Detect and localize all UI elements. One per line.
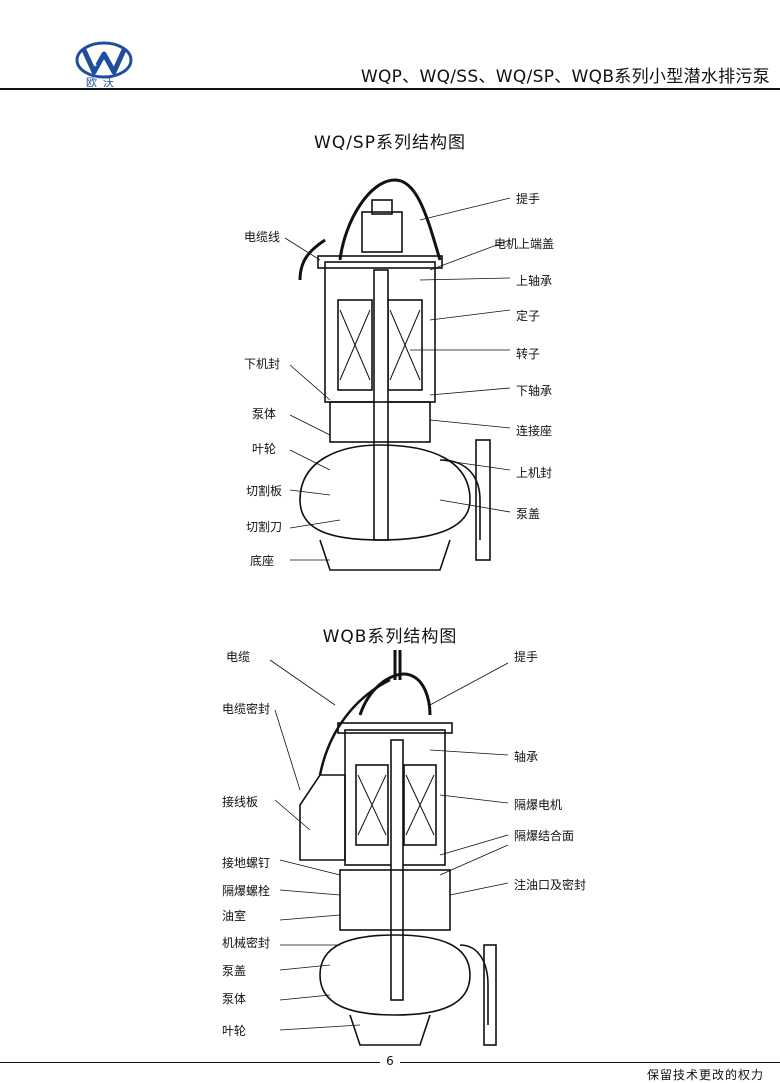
d2-label-pump-cover: 泵盖 (222, 964, 247, 978)
brand-logo (75, 41, 133, 79)
wqb-structure-diagram (269, 650, 509, 1046)
d2-label-handle: 提手 (514, 650, 539, 664)
wq-sp-structure-diagram (284, 178, 511, 571)
d2-label-terminal-board: 接线板 (222, 795, 259, 809)
d2-label-explosion-proof-joint: 隔爆结合面 (514, 829, 575, 843)
d2-label-impeller: 叶轮 (222, 1024, 247, 1038)
footer-note: 保留技术更改的权力 (646, 1068, 764, 1082)
d2-label-explosion-proof-motor: 隔爆电机 (514, 798, 563, 812)
d1-label-pump-cover: 泵盖 (516, 507, 541, 521)
d1-label-pump-body: 泵体 (252, 407, 277, 421)
d1-label-handle: 提手 (516, 192, 541, 206)
page-number: 6 (0, 1054, 780, 1068)
brand-name: 欧沃 (86, 76, 120, 89)
d1-label-stator: 定子 (516, 309, 541, 323)
d2-label-pump-body: 泵体 (222, 992, 247, 1006)
d2-label-ground-screw: 接地螺钉 (222, 856, 271, 870)
d2-label-cable-seal: 电缆密封 (222, 702, 271, 716)
d1-label-lower-seal: 下机封 (244, 357, 281, 371)
d1-label-motor-top-cover: 电机上端盖 (494, 237, 555, 251)
d2-label-oil-chamber: 油室 (222, 909, 247, 923)
header-rule (0, 88, 780, 90)
d2-label-cable: 电缆 (226, 650, 251, 664)
diagram1-title: WQ/SP系列结构图 (314, 133, 466, 153)
d1-label-upper-bearing: 上轴承 (516, 274, 553, 288)
d2-label-mechanical-seal: 机械密封 (222, 936, 271, 950)
d2-label-oil-inlet-seal: 注油口及密封 (514, 878, 587, 892)
d1-label-connecting-seat: 连接座 (516, 424, 553, 438)
d1-label-cutting-plate: 切割板 (246, 484, 283, 498)
d1-label-upper-seal: 上机封 (516, 466, 553, 480)
d1-label-impeller: 叶轮 (252, 442, 277, 456)
d2-label-bearing: 轴承 (514, 750, 539, 764)
header-title: WQP、WQ/SS、WQ/SP、WQB系列小型潜水排污泵 (360, 67, 770, 87)
d1-label-lower-bearing: 下轴承 (516, 384, 553, 398)
d1-label-base: 底座 (250, 554, 275, 568)
d1-label-rotor: 转子 (516, 347, 541, 361)
d1-label-cutter: 切割刀 (246, 520, 283, 534)
d1-label-cable: 电缆线 (244, 230, 281, 244)
diagram2-title: WQB系列结构图 (322, 627, 458, 647)
d2-label-explosion-proof-bolt: 隔爆螺栓 (222, 884, 271, 898)
